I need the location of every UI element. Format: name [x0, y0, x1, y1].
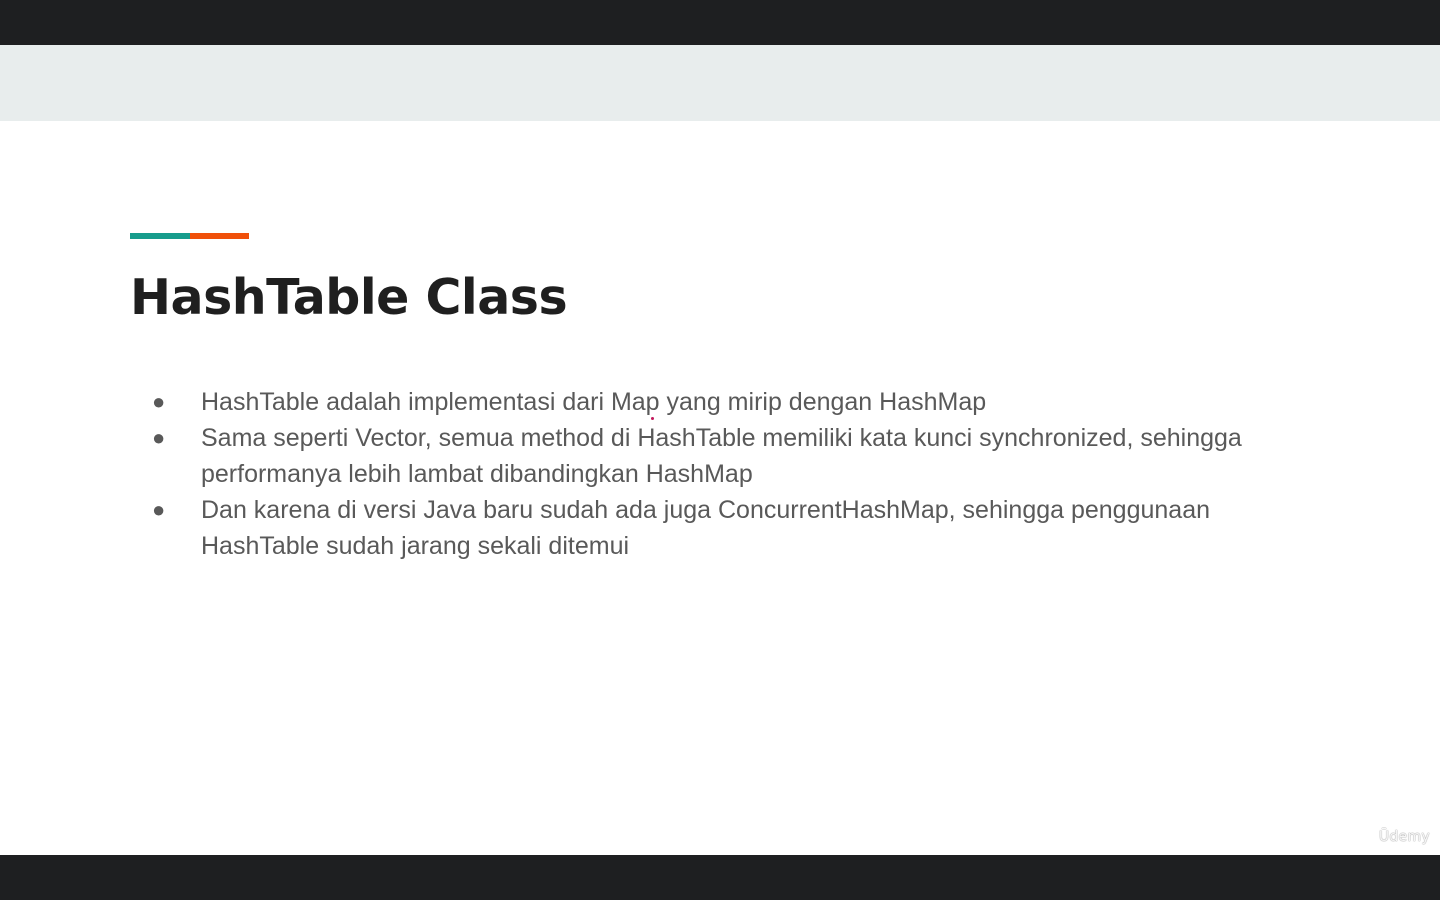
bullet-list: ● HashTable adalah implementasi dari Map…	[150, 384, 1270, 564]
top-letterbox-bar	[0, 0, 1440, 45]
slide-header-band	[0, 45, 1440, 121]
slide-title: HashTable Class	[130, 269, 568, 326]
bullet-dot-icon: ●	[152, 389, 166, 414]
bullet-dot-icon: ●	[152, 425, 166, 450]
bullet-item: ● Dan karena di versi Java baru sudah ad…	[150, 492, 1270, 564]
accent-teal-segment	[130, 233, 190, 239]
bullet-text: HashTable adalah implementasi dari Map y…	[201, 388, 987, 416]
udemy-watermark-logo: Ūdemy	[1378, 829, 1430, 845]
bullet-text: Sama seperti Vector, semua method di Has…	[201, 424, 1242, 488]
bullet-item: ● Sama seperti Vector, semua method di H…	[150, 420, 1270, 492]
accent-orange-segment	[190, 233, 249, 239]
laser-pointer-icon	[651, 417, 654, 420]
bullet-dot-icon: ●	[152, 497, 166, 522]
title-accent-line	[130, 233, 249, 239]
bullet-text: Dan karena di versi Java baru sudah ada …	[201, 496, 1211, 560]
presentation-slide: HashTable Class ● HashTable adalah imple…	[0, 45, 1440, 855]
bullet-item: ● HashTable adalah implementasi dari Map…	[150, 384, 1270, 420]
bottom-letterbox-bar	[0, 855, 1440, 900]
